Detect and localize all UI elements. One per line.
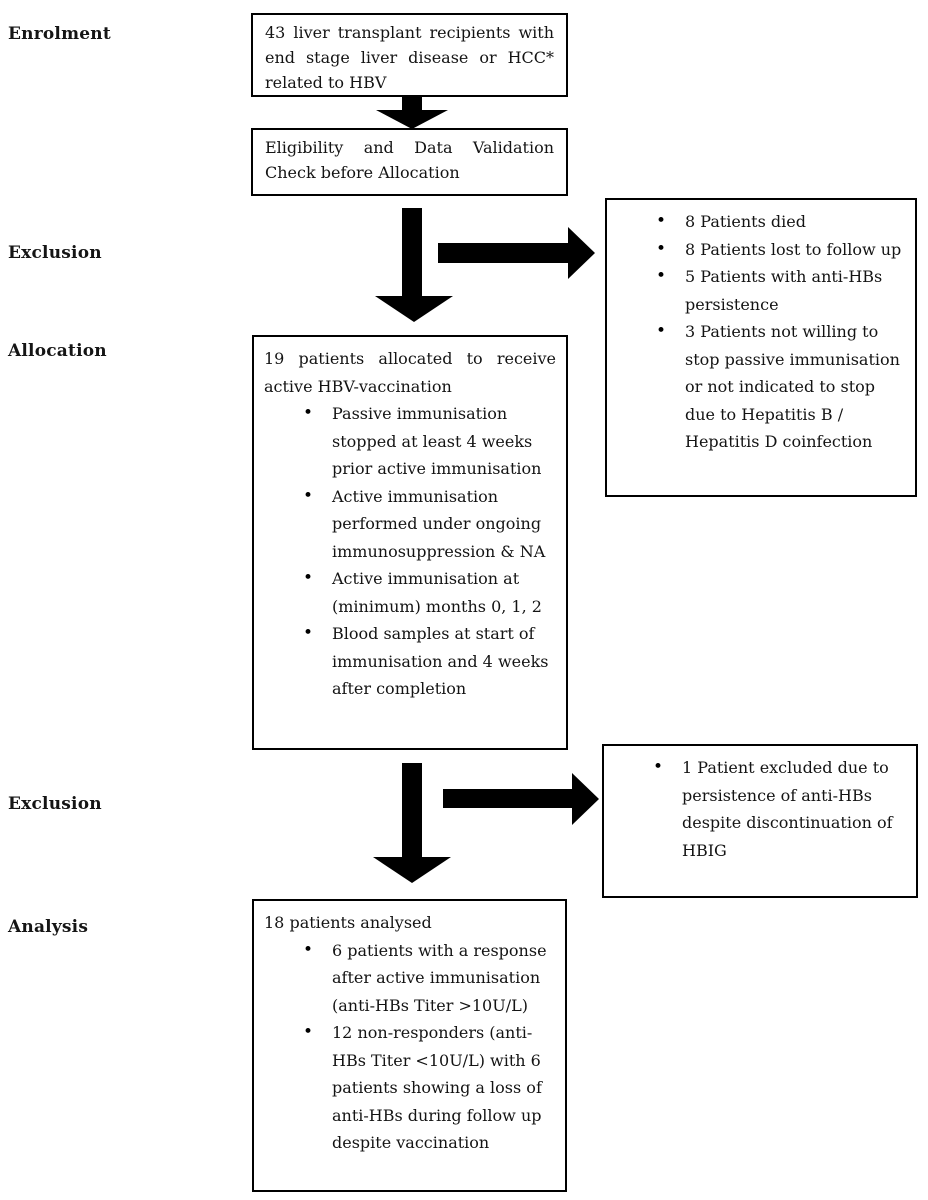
- list-item: 12 non-responders (anti- HBs Titer <10U/…: [264, 1019, 555, 1157]
- bullet-line: 8 Patients lost to follow up: [685, 239, 902, 259]
- exclusion-1-list: 8 Patients died 8 Patients lost to follo…: [617, 208, 905, 456]
- bullet-line: (anti-HBs Titer >10U/L): [332, 995, 528, 1015]
- list-item: Active immunisation at (minimum) months …: [264, 565, 556, 620]
- bullet-line: stopped at least 4 weeks: [332, 431, 533, 451]
- bullet-line: 1 Patient excluded due to: [682, 758, 889, 777]
- bullet-line: Hepatitis D coinfection: [685, 432, 873, 451]
- bullet-line: despite discontinuation of: [682, 813, 893, 832]
- enrolment-line: end stage liver disease or HCC*: [265, 48, 554, 67]
- bullet-line: persistence: [685, 294, 779, 314]
- right-arrow-1-head-icon: [568, 227, 595, 279]
- allocation-box: 19 patients allocated to receive active …: [252, 335, 568, 750]
- down-arrow-3-stem: [402, 763, 422, 858]
- right-arrow-2-stem: [443, 789, 572, 808]
- list-item: 8 Patients lost to follow up: [617, 236, 905, 264]
- down-arrow-2-head-icon: [375, 296, 453, 322]
- list-item: 8 Patients died: [617, 208, 905, 236]
- bullet-line: HBIG: [682, 840, 727, 860]
- exclusion-2-list: 1 Patient excluded due to persistence of…: [614, 754, 906, 864]
- down-arrow-2-stem: [402, 208, 422, 297]
- list-item: 3 Patients not willing to stop passive i…: [617, 318, 905, 456]
- bullet-line: 8 Patients died: [685, 212, 806, 231]
- intro-line: 19 patients allocated to receive: [264, 349, 556, 368]
- down-arrow-1-head-icon: [376, 110, 448, 129]
- bullet-line: Blood samples at start of: [332, 624, 535, 643]
- bullet-line: 12 non-responders (anti-: [332, 1023, 533, 1042]
- exclusion-box-1: 8 Patients died 8 Patients lost to follo…: [605, 198, 917, 497]
- bullet-line: (minimum) months 0, 1, 2: [332, 596, 542, 616]
- enrolment-line: related to HBV: [265, 73, 387, 92]
- stage-label-exclusion-2: Exclusion: [8, 794, 102, 814]
- allocation-list: Passive immunisation stopped at least 4 …: [264, 400, 556, 703]
- bullet-line: stop passive immunisation: [685, 349, 900, 369]
- bullet-line: Passive immunisation: [332, 404, 508, 423]
- bullet-line: 3 Patients not willing to: [685, 322, 879, 341]
- analysis-box: 18 patients analysed 6 patients with a r…: [252, 899, 567, 1192]
- stage-label-enrolment: Enrolment: [8, 24, 111, 44]
- stage-label-exclusion-1: Exclusion: [8, 243, 102, 263]
- right-arrow-1-stem: [438, 243, 568, 263]
- analysis-intro: 18 patients analysed: [264, 909, 555, 937]
- intro-line: active HBV-vaccination: [264, 376, 452, 396]
- bullet-line: performed under ongoing: [332, 514, 542, 533]
- stage-label-analysis: Analysis: [8, 917, 89, 937]
- bullet-line: HBs Titer <10U/L) with 6: [332, 1050, 541, 1070]
- list-item: Active immunisation performed under ongo…: [264, 483, 556, 566]
- enrolment-box: 43 liver transplant recipients with end …: [251, 13, 568, 97]
- bullet-line: after completion: [332, 679, 467, 698]
- bullet-line: Active immunisation at: [332, 569, 520, 588]
- eligibility-line: Check before Allocation: [265, 163, 460, 182]
- analysis-list: 6 patients with a response after active …: [264, 937, 555, 1157]
- bullet-line: immunisation and 4 weeks: [332, 651, 549, 671]
- down-arrow-3-head-icon: [373, 857, 451, 883]
- list-item: Passive immunisation stopped at least 4 …: [264, 400, 556, 483]
- allocation-intro: 19 patients allocated to receive active …: [264, 345, 556, 400]
- right-arrow-2-head-icon: [572, 773, 599, 825]
- bullet-line: Active immunisation: [332, 486, 499, 506]
- bullet-line: persistence of anti-HBs: [682, 785, 872, 805]
- bullet-line: anti-HBs during follow up: [332, 1105, 542, 1125]
- bullet-line: prior active immunisation: [332, 459, 542, 478]
- bullet-line: 5 Patients with anti-HBs: [685, 267, 883, 286]
- exclusion-box-2: 1 Patient excluded due to persistence of…: [602, 744, 918, 898]
- eligibility-line: Eligibility and Data Validation: [265, 138, 554, 157]
- down-arrow-1-stem: [402, 97, 422, 111]
- bullet-line: patients showing a loss of: [332, 1078, 542, 1097]
- bullet-line: or not indicated to stop: [685, 377, 875, 396]
- intro-line: 18 patients analysed: [264, 913, 432, 932]
- list-item: 1 Patient excluded due to persistence of…: [614, 754, 906, 864]
- stage-label-allocation: Allocation: [8, 341, 107, 361]
- list-item: Blood samples at start of immunisation a…: [264, 620, 556, 703]
- bullet-line: after active immunisation: [332, 968, 541, 987]
- bullet-line: due to Hepatitis B /: [685, 404, 844, 424]
- enrolment-line: 43 liver transplant recipients with: [265, 23, 554, 42]
- bullet-line: 6 patients with a response: [332, 940, 547, 960]
- list-item: 6 patients with a response after active …: [264, 937, 555, 1020]
- eligibility-box: Eligibility and Data Validation Check be…: [251, 128, 568, 196]
- list-item: 5 Patients with anti-HBs persistence: [617, 263, 905, 318]
- bullet-line: despite vaccination: [332, 1133, 490, 1152]
- bullet-line: immunosuppression & NA: [332, 541, 546, 561]
